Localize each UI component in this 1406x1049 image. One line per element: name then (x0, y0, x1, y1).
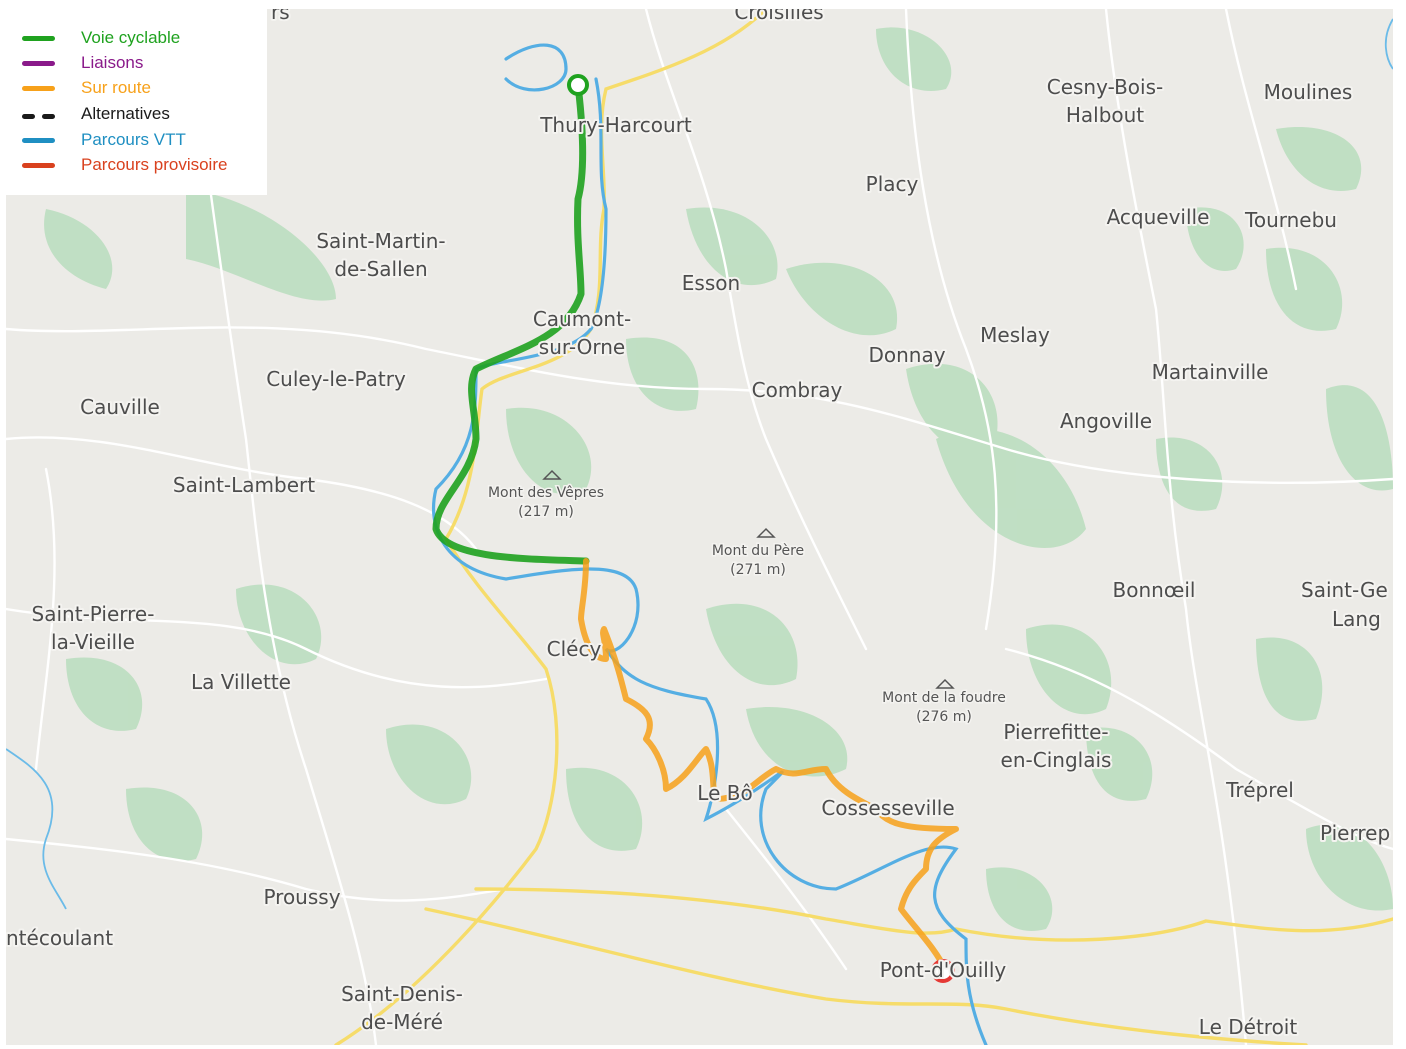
map-canvas[interactable]: Mont des Vêpres (217 m) Mont du Père (27… (6, 9, 1393, 1045)
place-la-vieille: la-Vieille (51, 630, 135, 654)
legend-swatch (22, 85, 55, 91)
place-angoville: Angoville (1060, 409, 1152, 433)
peak-name: Mont du Père (712, 543, 804, 559)
place-donnay: Donnay (868, 343, 945, 367)
place-combray: Combray (752, 378, 843, 402)
peak-name: Mont de la foudre (882, 690, 1006, 706)
place-halbout: Halbout (1066, 103, 1144, 127)
place-saint-denis: Saint-Denis- (341, 982, 463, 1006)
place-caumont: Caumont- (533, 307, 631, 331)
place-la-villette: La Villette (191, 670, 291, 694)
place-treprel: Tréprel (1225, 778, 1294, 802)
place-de-mere: de-Méré (361, 1010, 443, 1034)
place-partial-rs: rs (271, 9, 290, 24)
legend-item-alternatives[interactable]: Alternatives (22, 104, 170, 124)
route-start-marker[interactable] (567, 74, 589, 96)
place-croisilles: Croisilles (734, 9, 823, 24)
peak-elevation: (271 m) (730, 562, 786, 578)
legend-label: Parcours VTT (81, 130, 186, 149)
place-proussy: Proussy (263, 885, 340, 909)
place-thury-harcourt: Thury-Harcourt (539, 113, 692, 137)
place-esson: Esson (682, 271, 740, 295)
legend-swatch (22, 137, 55, 143)
peak-mont-de-la-foudre: Mont de la foudre (276 m) (881, 678, 1007, 727)
legend-item-liaisons[interactable]: Liaisons (22, 53, 143, 73)
place-culey-le-patry: Culey-le-Patry (266, 367, 406, 391)
place-labels: Thury-Harcourt Croisilles Cesny-Bois- Ha… (6, 9, 1392, 1041)
route-end-marker[interactable] (931, 959, 955, 983)
place-cauville: Cauville (80, 395, 160, 419)
place-ntecoulant: ntécoulant (6, 926, 113, 950)
peak-elevation: (276 m) (916, 709, 972, 725)
place-pierrep: Pierrep (1320, 821, 1390, 845)
legend-swatch (22, 162, 55, 168)
place-saint-martin: Saint-Martin- (316, 229, 445, 253)
streams (6, 18, 1393, 910)
peak-mont-du-pere: Mont du Père (271 m) (710, 527, 806, 580)
map-svg[interactable]: Mont des Vêpres (217 m) Mont du Père (27… (6, 9, 1393, 1045)
legend-item-parcours-provisoire[interactable]: Parcours provisoire (22, 155, 227, 175)
place-bonnoeil: Bonnœil (1113, 578, 1196, 602)
place-pierrefitte: Pierrefitte- (1003, 720, 1108, 744)
place-clecy: Clécy (547, 637, 602, 661)
peak-icon (542, 469, 562, 480)
place-martainville: Martainville (1152, 360, 1269, 384)
place-cossesseville: Cossesseville (821, 796, 954, 820)
place-pont-d-ouilly: Pont-d'Ouilly (880, 958, 1007, 982)
place-lang: Lang (1332, 607, 1381, 631)
legend-label: Parcours provisoire (81, 155, 228, 174)
legend-label: Alternatives (81, 104, 170, 123)
main-roads (334, 9, 1393, 1045)
place-placy: Placy (866, 172, 919, 196)
place-meslay: Meslay (980, 323, 1050, 347)
minor-roads (6, 9, 1393, 1045)
place-le-detroit: Le Détroit (1199, 1015, 1298, 1039)
legend-swatch (22, 60, 55, 66)
legend-label: Sur route (81, 78, 151, 97)
peak-mont-des-vepres: Mont des Vêpres (217 m) (486, 469, 606, 522)
forest-areas (44, 27, 1393, 931)
place-en-cinglais: en-Cinglais (1001, 748, 1112, 772)
peak-elevation: (217 m) (518, 504, 574, 520)
legend-label: Liaisons (81, 53, 144, 72)
legend-label: Voie cyclable (81, 28, 181, 47)
peak-icon (935, 678, 955, 689)
peak-name: Mont des Vêpres (488, 485, 604, 501)
place-tournebu: Tournebu (1244, 208, 1337, 232)
legend-swatch (22, 35, 55, 41)
place-saint-ge: Saint-Ge (1301, 578, 1388, 602)
route-sur-route[interactable] (578, 558, 959, 974)
legend-item-parcours-vtt[interactable]: Parcours VTT (22, 130, 186, 150)
map-legend: Voie cyclable Liaisons Sur route Alterna… (6, 9, 267, 195)
legend-item-voie-cyclable[interactable]: Voie cyclable (22, 28, 180, 48)
place-le-bo: Le Bô (697, 781, 752, 805)
place-saint-lambert: Saint-Lambert (173, 473, 315, 497)
route-voie-cyclable[interactable] (432, 81, 590, 565)
peak-icon (756, 527, 776, 538)
place-cesny-bois: Cesny-Bois- (1047, 75, 1164, 99)
place-moulines: Moulines (1264, 80, 1353, 104)
place-de-sallen: de-Sallen (334, 257, 427, 281)
legend-item-sur-route[interactable]: Sur route (22, 78, 151, 98)
place-saint-pierre: Saint-Pierre- (32, 602, 155, 626)
place-sur-orne: sur-Orne (539, 335, 625, 359)
place-acqueville: Acqueville (1107, 205, 1210, 229)
